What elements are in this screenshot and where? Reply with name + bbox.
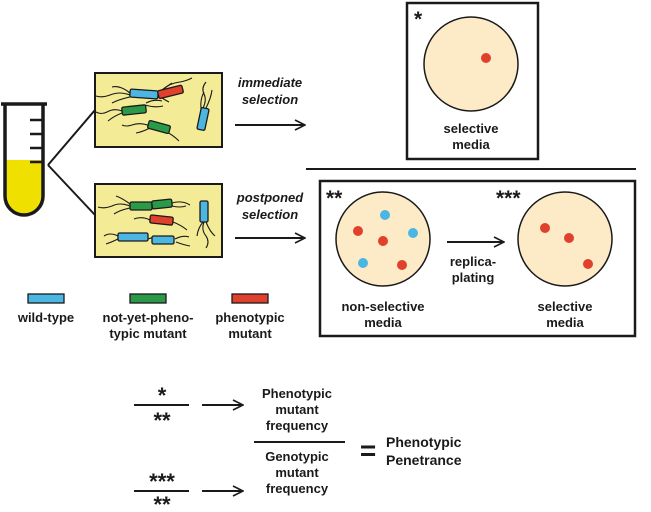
colony-phenotypic-mutant	[397, 260, 407, 270]
formula: * ** *** ** Phenotypic mutant frequency …	[134, 383, 462, 512]
phenotypic-frequency-label: Phenotypic	[262, 386, 332, 401]
plate-label: selective	[444, 121, 499, 136]
replica-plating-label: replica-	[450, 254, 496, 269]
tube-outline	[3, 104, 45, 217]
flagella	[97, 195, 216, 249]
selective-plate-box-top: * selective media	[405, 1, 540, 161]
equals-sign: =	[360, 435, 376, 466]
plate-marker: ***	[496, 187, 521, 210]
cell-not-yet-phenotypic-mutant	[147, 119, 171, 135]
petri-plate	[423, 16, 519, 112]
ratio1-numerator: *	[158, 383, 167, 408]
cell-not-yet-phenotypic-mutant	[121, 104, 147, 116]
legend-label-not-yet-phenotypic-mutant: not-yet-pheno-	[103, 310, 194, 325]
immediate-selection-label: immediate	[238, 75, 302, 90]
plate-label: media	[452, 137, 490, 152]
plate-label: selective	[538, 299, 593, 314]
colony-phenotypic-mutant	[564, 233, 574, 243]
culture-panel-bottom	[94, 183, 223, 258]
colony-phenotypic-mutant	[378, 236, 388, 246]
phenotypic-frequency-label: frequency	[266, 418, 329, 433]
legend-label-phenotypic-mutant: phenotypic	[215, 310, 284, 325]
ratio2-denominator: **	[153, 492, 171, 512]
genotypic-frequency-label: Genotypic	[265, 449, 329, 464]
colony-phenotypic-mutant	[481, 53, 491, 63]
colony-phenotypic-mutant	[540, 223, 550, 233]
legend: wild-type not-yet-pheno- typic mutant ph…	[17, 293, 285, 341]
plate-marker: *	[414, 8, 423, 31]
plate-marker: **	[326, 187, 343, 210]
legend-swatch-phenotypic-mutant	[231, 293, 269, 304]
culture-tube	[1, 102, 47, 217]
cell-phenotypic-mutant	[149, 214, 174, 226]
genotypic-frequency-label: mutant	[275, 465, 319, 480]
ratio2-numerator: ***	[149, 469, 175, 494]
colony-wild-type	[380, 210, 390, 220]
colony-phenotypic-mutant	[583, 259, 593, 269]
tube-graduations	[30, 118, 43, 164]
colony-phenotypic-mutant	[353, 226, 363, 236]
genotypic-frequency-label: frequency	[266, 481, 329, 496]
postponed-selection-label: selection	[242, 207, 298, 222]
tube-liquid	[5, 160, 43, 215]
plate-label: non-selective	[341, 299, 424, 314]
postponed-selection-label: postponed	[236, 190, 304, 205]
legend-label-phenotypic-mutant: mutant	[228, 326, 272, 341]
plate-label: media	[546, 315, 584, 330]
cell-wild-type	[196, 107, 210, 131]
branch-lines	[47, 109, 96, 216]
legend-swatch-wild-type	[27, 293, 65, 304]
cell-not-yet-phenotypic-mutant	[129, 201, 153, 211]
culture-panel-top	[94, 72, 223, 148]
cell-wild-type	[129, 88, 159, 100]
ratio1-denominator: **	[153, 408, 171, 433]
phenotypic-penetrance-label: Phenotypic	[386, 434, 462, 450]
replica-plating-label: plating	[452, 270, 495, 285]
cell-wild-type	[151, 235, 175, 245]
cell-wild-type	[117, 232, 149, 242]
legend-label-wild-type: wild-type	[17, 310, 74, 325]
legend-label-not-yet-phenotypic-mutant: typic mutant	[109, 326, 187, 341]
immediate-selection-label: selection	[242, 92, 298, 107]
cell-phenotypic-mutant	[157, 84, 184, 100]
cell-wild-type	[199, 200, 209, 223]
cell-not-yet-phenotypic-mutant	[151, 198, 173, 210]
phenotypic-penetrance-label: Penetrance	[386, 452, 462, 468]
replica-plating-box: ** non-selective media replica- plating …	[318, 179, 637, 338]
legend-swatch-not-yet-phenotypic-mutant	[129, 293, 167, 304]
colony-wild-type	[408, 228, 418, 238]
colony-wild-type	[358, 258, 368, 268]
phenotypic-frequency-label: mutant	[275, 402, 319, 417]
plate-label: media	[364, 315, 402, 330]
